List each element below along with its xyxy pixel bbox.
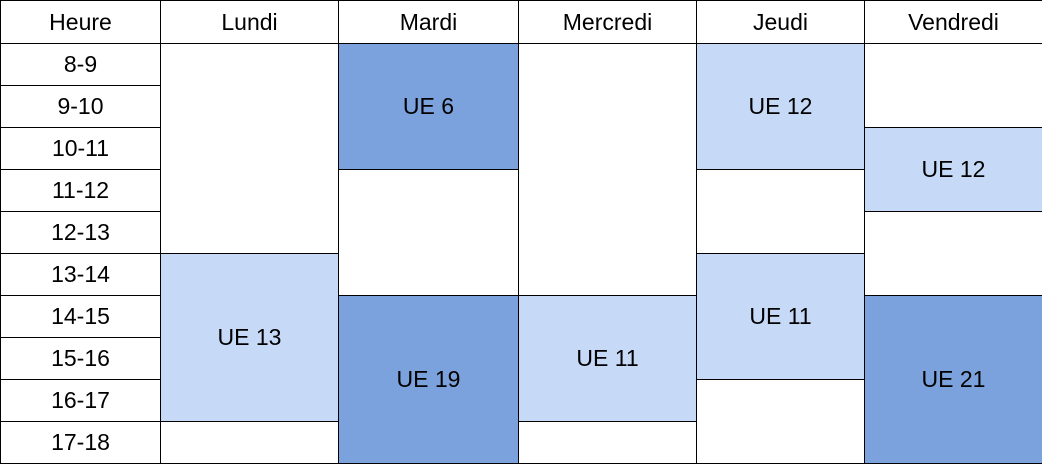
table-row: 10-11 UE 12 (0, 127, 1042, 212)
mardi-empty-cell (338, 169, 519, 296)
mardi-ue6-cell: UE 6 (338, 43, 519, 170)
jeudi-empty-cell (696, 379, 865, 464)
mercredi-empty-cell (518, 43, 697, 296)
hour-label: 13-14 (0, 253, 161, 296)
header-row: Heure Lundi Mardi Mercredi Jeudi Vendred… (0, 0, 1042, 44)
vendredi-ue12-cell: UE 12 (864, 127, 1042, 212)
lundi-empty-cell (160, 43, 339, 254)
header-heure: Heure (0, 0, 161, 44)
lundi-empty-cell (160, 421, 339, 464)
vendredi-ue21-cell: UE 21 (864, 295, 1042, 464)
jeudi-ue11-cell: UE 11 (696, 253, 865, 380)
hour-label: 12-13 (0, 211, 161, 254)
header-vendredi: Vendredi (864, 0, 1042, 44)
hour-label: 16-17 (0, 379, 161, 422)
header-mardi: Mardi (338, 0, 519, 44)
vendredi-empty-cell (864, 211, 1042, 296)
hour-label: 15-16 (0, 337, 161, 380)
table-row: 8-9 UE 6 UE 12 (0, 43, 1042, 296)
header-mercredi: Mercredi (518, 0, 697, 44)
vendredi-empty-cell (864, 43, 1042, 128)
header-jeudi: Jeudi (696, 0, 865, 44)
hour-label: 9-10 (0, 85, 161, 128)
table-row: 11-12 (0, 169, 1042, 296)
mercredi-empty-cell (518, 421, 697, 464)
table-row: 17-18 (0, 421, 1042, 464)
mercredi-ue11-cell: UE 11 (518, 295, 697, 422)
header-lundi: Lundi (160, 0, 339, 44)
table-row: 13-14 UE 13 UE 11 (0, 253, 1042, 422)
table-row: 14-15 UE 19 UE 11 UE 21 (0, 295, 1042, 464)
hour-label: 14-15 (0, 295, 161, 338)
mardi-ue19-cell: UE 19 (338, 295, 519, 464)
table-row: 9-10 (0, 85, 1042, 128)
jeudi-ue12-cell: UE 12 (696, 43, 865, 170)
hour-label: 8-9 (0, 43, 161, 86)
hour-label: 10-11 (0, 127, 161, 170)
hour-label: 17-18 (0, 421, 161, 464)
hour-label: 11-12 (0, 169, 161, 212)
lundi-ue13-cell: UE 13 (160, 253, 339, 422)
jeudi-empty-cell (696, 169, 865, 254)
table-row: 16-17 (0, 379, 1042, 464)
